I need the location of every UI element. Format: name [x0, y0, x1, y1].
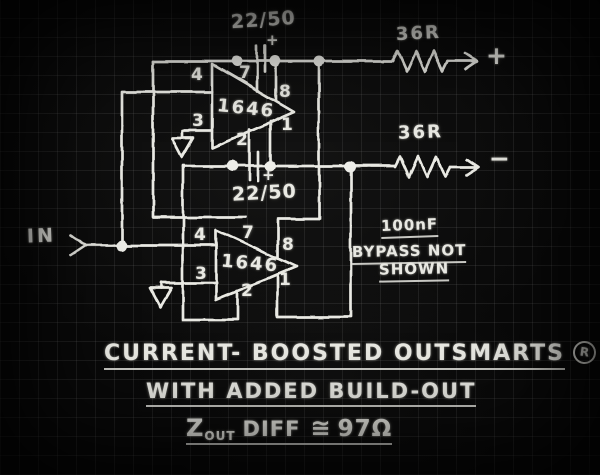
opamp2-pin2-label: 2: [241, 281, 254, 301]
junction-dot: [344, 161, 356, 173]
junction-dot: [269, 55, 281, 67]
opamp2-pin1-label: 1: [279, 270, 292, 290]
opamp2-pin3-label: 3: [195, 264, 208, 284]
opamp1-pin7-label: 7: [239, 63, 252, 83]
cap-bottom-polarity: +: [262, 166, 276, 184]
caption-title-text: CURRENT- BOOSTED OUTSMARTS: [104, 341, 566, 370]
opamp2-pin4-label: 4: [194, 225, 207, 245]
junction-dots: [116, 55, 356, 251]
registered-trademark-icon: R: [571, 339, 598, 366]
res-top-arrow-icon: [446, 51, 479, 71]
impedance-symbol: Z: [186, 414, 205, 442]
opamp1-ground-icon: [170, 136, 195, 159]
opamp1-pin8-label: 8: [279, 82, 292, 102]
opamp2-ground-icon: [148, 286, 173, 309]
junction-dot: [116, 239, 128, 251]
impedance-value: 97Ω: [337, 416, 393, 442]
opamp2-pin8-label: 8: [282, 235, 295, 255]
opamp2-ground-wire: [159, 281, 218, 290]
input-label: IN: [26, 224, 57, 248]
junction-dot: [227, 160, 239, 172]
opamp2-pin1-wire: [275, 166, 353, 319]
bypass-note-line1: 100nF: [381, 215, 439, 239]
caption-impedance: ZOUT DIFF ≅97Ω: [186, 414, 393, 445]
cap-top-plates: [255, 44, 267, 93]
caption-subtitle: WITH ADDED BUILD-OUT: [146, 379, 477, 407]
cap-bottom-value: 22/50: [231, 180, 298, 206]
opamp1-pin4-label: 4: [191, 65, 204, 85]
junction-dot: [313, 55, 325, 67]
bypass-note-line3: SHOWN: [379, 259, 450, 283]
input-to-opamp1-wire: [120, 90, 214, 247]
opamp2-pin8-wire: [276, 59, 321, 260]
cap-bottom-plates: [247, 128, 260, 183]
caption-subtitle-text: WITH ADDED BUILD-OUT: [146, 379, 477, 407]
res-top-zigzag: [391, 49, 450, 73]
impedance-diff-label: DIFF: [242, 417, 301, 441]
junction-dot: [264, 160, 276, 172]
res-bottom-zigzag: [393, 155, 452, 179]
approx-equal-sign: ≅: [310, 414, 332, 442]
opamp1-triangle: [210, 62, 296, 150]
opamp1-pin1-label: 1: [281, 115, 294, 135]
opamp1-ground-wire: [181, 129, 214, 140]
input-chevron-icon: [68, 233, 87, 257]
res-bottom-value: 36R: [397, 121, 444, 144]
opamp1-pin2-label: 2: [236, 130, 249, 150]
impedance-subscript: OUT: [204, 429, 236, 443]
res-bottom-arrow-icon: [448, 157, 481, 177]
res-top-value: 36R: [395, 21, 442, 46]
output-plus-terminal: +: [486, 41, 508, 70]
caption-impedance-text: ZOUT DIFF ≅97Ω: [186, 414, 393, 445]
output-plus-drop-wire: [151, 59, 247, 219]
left-bus-wire: [181, 163, 239, 322]
opamp2-triangle: [214, 228, 298, 302]
output-minus-terminal: −: [489, 144, 511, 173]
cap-top-polarity: +: [266, 31, 280, 49]
opamp1-pin3-label: 3: [192, 111, 205, 131]
junction-dot: [231, 55, 243, 67]
schematic-strokes: [68, 44, 481, 322]
opamp2-pin7-label: 7: [242, 223, 255, 243]
